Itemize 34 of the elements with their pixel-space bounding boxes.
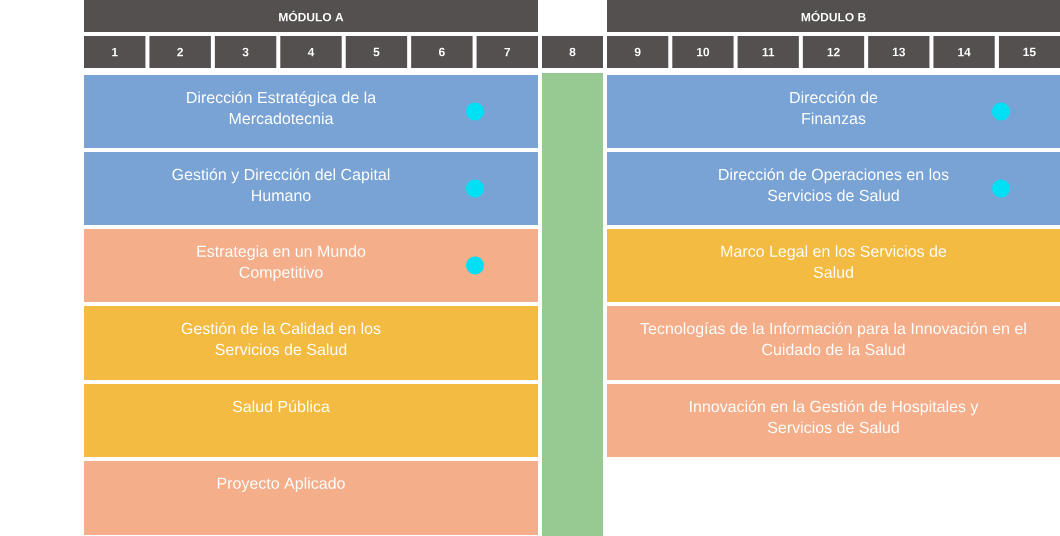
course-box: Dirección Estratégica de la Mercadotecnia [84,75,538,148]
course-box: Estrategia en un Mundo Competitivo [84,229,538,302]
column-bar [542,73,603,536]
week-number-cell: 14 [933,36,995,68]
week-number-cell: 7 [476,36,538,68]
course-box: Dirección de Operaciones en los Servicios de Salud [607,152,1060,225]
week-number-cell: 3 [214,36,277,68]
course-box: Salud Pública [84,384,538,457]
week-number-cell: 15 [998,36,1060,68]
course-box: Tecnologías de la Información para la Innovación en el Cuidado de la Salud [607,306,1060,380]
week-number-cell: 12 [802,36,865,68]
week-number-cell: 10 [672,36,734,68]
module-header: MÓDULO B [607,0,1060,32]
week-number-cell: 11 [737,36,799,68]
course-box: Gestión de la Calidad en los Servicios de Salud [84,306,538,380]
week-number-cell: 5 [345,36,408,68]
dot-marker [992,102,1010,121]
week-number-cell: 2 [149,36,211,68]
week-number-cell: 1 [84,36,146,68]
week-number-cell: 8 [542,36,603,68]
dot-marker [466,179,484,198]
course-box: Proyecto Aplicado [84,461,538,535]
week-number-cell: 9 [607,36,669,68]
week-number-cell: 4 [280,36,342,68]
course-box: Dirección de Finanzas [607,75,1060,148]
course-box: Innovación en la Gestión de Hospitales y Servicios de Salud [607,384,1060,457]
dot-marker [992,179,1010,198]
week-number-cell: 13 [868,36,930,68]
course-box: Marco Legal en los Servicios de Salud [607,229,1060,302]
dot-marker [466,102,484,121]
dot-marker [466,256,484,275]
course-box: Gestión y Dirección del Capital Humano [84,152,538,225]
module-header: MÓDULO A [84,0,538,32]
week-number-cell: 6 [411,36,473,68]
